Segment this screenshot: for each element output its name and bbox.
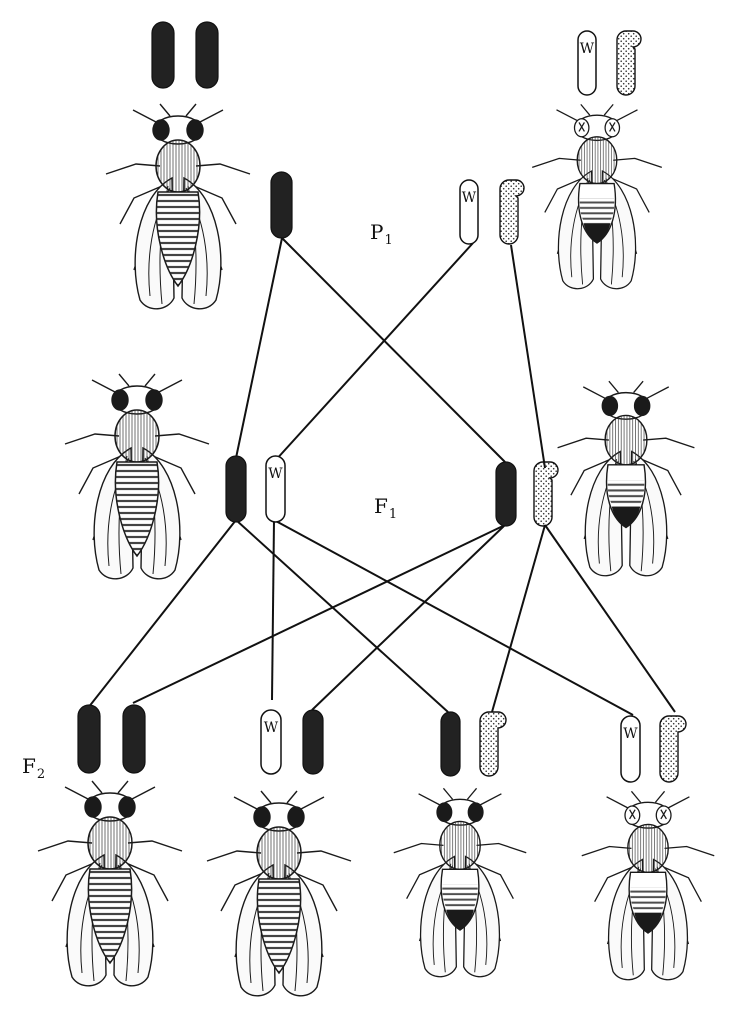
fly-eye-icon bbox=[84, 796, 102, 818]
dark-x-chromosome bbox=[122, 704, 146, 774]
f1-letter: F bbox=[374, 494, 388, 518]
fly-eye-icon bbox=[633, 395, 651, 417]
dotted-y-chromosome bbox=[616, 30, 642, 96]
fly-eye-icon bbox=[186, 119, 204, 141]
chromosome-label-w: W bbox=[623, 726, 638, 742]
fly-eye-icon bbox=[436, 802, 453, 823]
white-eye-x-chromosome: W bbox=[620, 715, 641, 783]
white-eye-x-chromosome: W bbox=[577, 30, 597, 96]
dotted-y-chromosome bbox=[533, 461, 559, 527]
fly-p1-female bbox=[105, 103, 251, 310]
chromosome-label-w: W bbox=[264, 720, 279, 736]
fly-f2-female-1 bbox=[37, 780, 183, 987]
dotted-y-chromosome bbox=[659, 715, 687, 783]
fly-f2-female-2 bbox=[206, 790, 352, 997]
cross-line bbox=[271, 519, 275, 701]
white-eye-x-chromosome: W bbox=[459, 179, 479, 245]
cross-lines bbox=[87, 237, 676, 716]
dark-x-chromosome bbox=[77, 704, 101, 774]
fly-eye-icon bbox=[253, 806, 271, 828]
cross-line bbox=[273, 519, 634, 716]
fly-f1-male bbox=[557, 380, 695, 577]
cross-line bbox=[273, 242, 474, 463]
f2-letter: F bbox=[22, 754, 36, 778]
white-eye-x-chromosome: W bbox=[265, 455, 286, 523]
dotted-y-chromosome bbox=[479, 711, 507, 777]
f2-label: F2 bbox=[22, 754, 45, 782]
fly-eye-icon bbox=[152, 119, 170, 141]
dark-x-chromosome bbox=[302, 709, 324, 775]
chromosomes: W W W W W bbox=[77, 21, 687, 783]
fly-eye-icon bbox=[467, 802, 484, 823]
cross-line bbox=[87, 519, 237, 709]
cross-line bbox=[491, 524, 546, 713]
p1-label: P1 bbox=[370, 220, 393, 248]
chromosome-label-w: W bbox=[580, 41, 595, 57]
dark-x-chromosome bbox=[495, 461, 517, 527]
p1-letter: P bbox=[370, 220, 384, 244]
fly-p1-male bbox=[532, 103, 662, 290]
cross-line bbox=[235, 237, 283, 459]
cross-line bbox=[235, 519, 449, 713]
dark-x-chromosome bbox=[270, 171, 293, 239]
chromosome-label-w: W bbox=[462, 190, 477, 206]
dark-x-chromosome bbox=[225, 455, 247, 523]
fly-f2-male-2 bbox=[581, 790, 715, 981]
f1-label: F1 bbox=[374, 494, 397, 522]
fly-f1-female bbox=[64, 373, 210, 580]
fly-f2-male-1 bbox=[393, 787, 527, 978]
cross-line bbox=[311, 524, 506, 711]
cross-line bbox=[544, 524, 676, 713]
f2-subscript: 2 bbox=[36, 767, 46, 782]
cross-line bbox=[281, 237, 506, 463]
fly-eye-icon bbox=[601, 395, 619, 417]
cross-line bbox=[132, 524, 506, 704]
dark-x-chromosome bbox=[195, 21, 219, 89]
dark-x-chromosome bbox=[151, 21, 175, 89]
dotted-y-chromosome bbox=[499, 179, 525, 245]
f1-subscript: 1 bbox=[388, 507, 398, 522]
fly-eye-icon bbox=[118, 796, 136, 818]
p1-subscript: 1 bbox=[384, 233, 393, 248]
chromosome-label-w: W bbox=[268, 466, 283, 482]
white-eye-x-chromosome: W bbox=[260, 709, 282, 775]
cross-line bbox=[510, 244, 546, 469]
fly-eye-icon bbox=[145, 389, 163, 411]
flies bbox=[37, 103, 715, 997]
fly-eye-icon bbox=[287, 806, 305, 828]
fly-eye-icon bbox=[111, 389, 129, 411]
dark-x-chromosome bbox=[440, 711, 461, 777]
